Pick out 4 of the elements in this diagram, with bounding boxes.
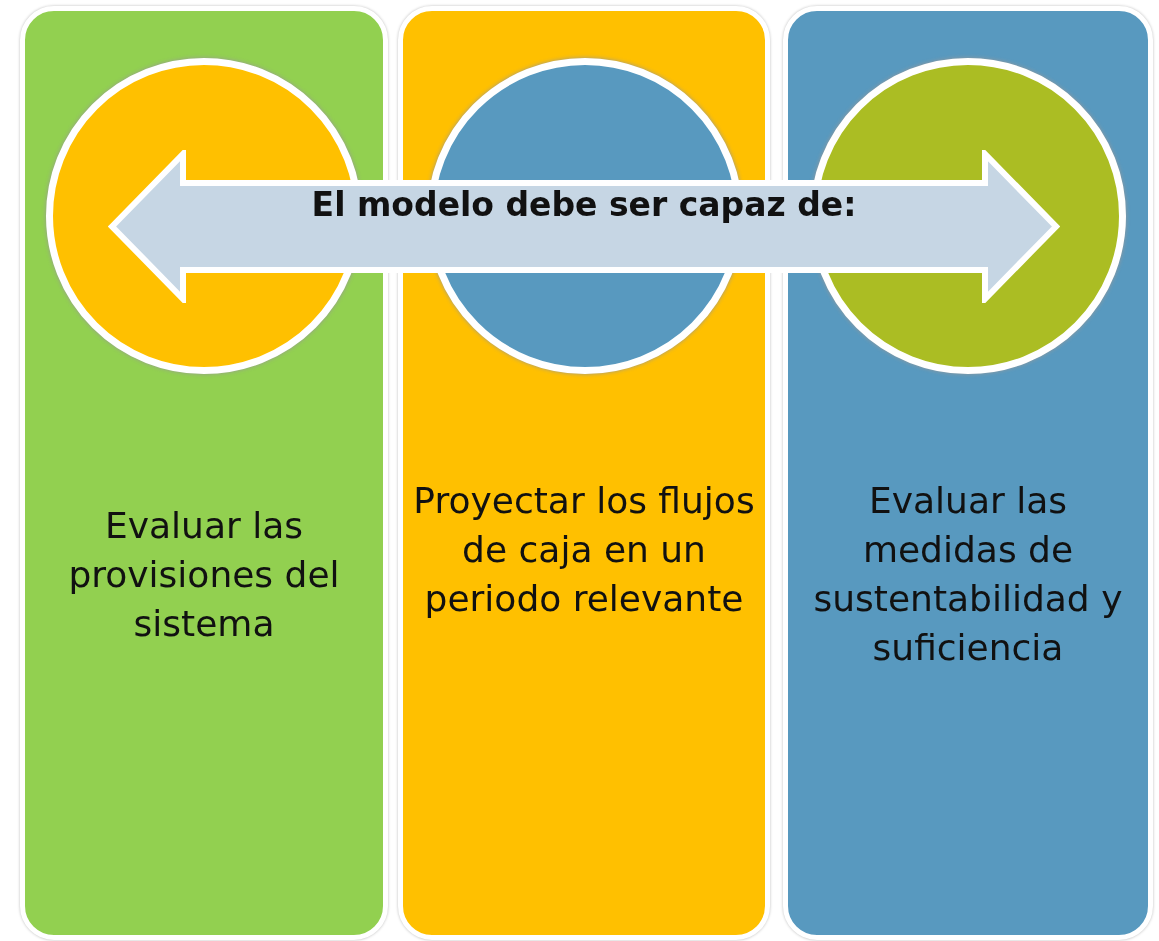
column-text: Proyectar los flujos de caja en un periodo relevante (413, 479, 755, 621)
column-text: Evaluar las provisiones del sistema (67, 504, 341, 646)
column-text: Evaluar las medidas de sustentabilidad y suficiencia (812, 479, 1124, 670)
banner-heading: El modelo debe ser capaz de: (310, 185, 858, 224)
